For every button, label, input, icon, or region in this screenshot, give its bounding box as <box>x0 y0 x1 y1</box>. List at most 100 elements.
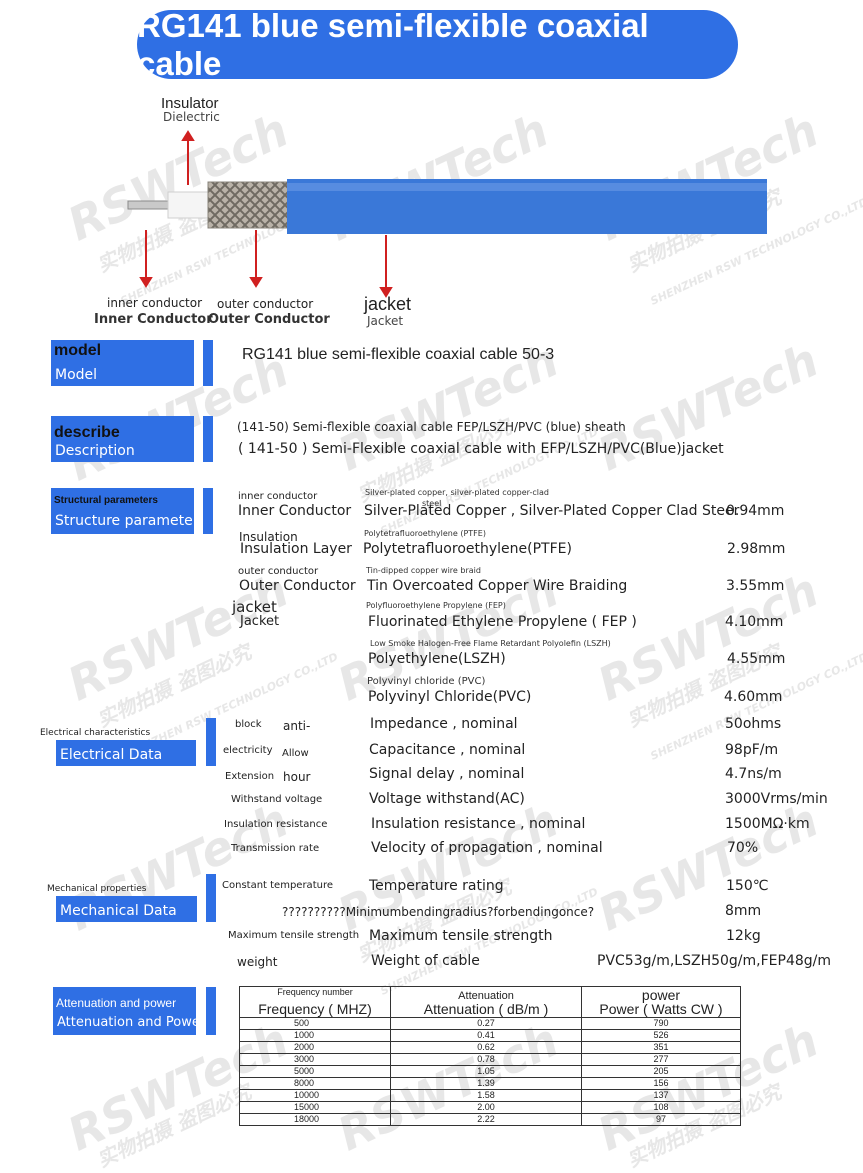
electrical-value: 70% <box>727 840 759 856</box>
page-title: RG141 blue semi-flexible coaxial cable <box>137 7 738 82</box>
section-divider <box>206 718 216 766</box>
table-cell: 8000 <box>239 1077 391 1090</box>
structure-note: Polytetrafluoroethylene (PTFE) <box>364 529 486 538</box>
structure-label-zh: outer conductor <box>238 566 319 577</box>
model-section-label: model Model <box>51 340 194 386</box>
structure-label-en: Inner Conductor <box>238 503 352 519</box>
structure-note: Polyfluoroethylene Propylene (FEP) <box>366 601 506 610</box>
electrical-label: Transmission rate <box>231 843 320 854</box>
insulator-label-zh: Insulator <box>161 95 219 112</box>
table-cell: 0.78 <box>390 1053 582 1066</box>
electrical-value: 1500MΩ·km <box>725 816 810 832</box>
structure-value: 4.10mm <box>725 614 784 630</box>
table-cell: 2.22 <box>390 1113 582 1126</box>
table-cell: 1000 <box>239 1029 391 1042</box>
electrical-text: Velocity of propagation , nominal <box>371 840 603 856</box>
section-divider <box>203 488 213 534</box>
attenuation-section-label: Attenuation and power Attenuation and Po… <box>53 987 205 1035</box>
structure-value: 3.55mm <box>726 578 785 594</box>
structure-label-zh: jacket <box>232 598 277 616</box>
mechanical-label: Maximum tensile strength <box>228 930 360 941</box>
insulator-label-en: Dielectric <box>163 110 220 124</box>
mechanical-label: Constant temperature <box>222 880 333 891</box>
mechanical-text: Temperature rating <box>369 878 504 894</box>
structure-value: 2.98mm <box>727 541 786 557</box>
description-line-zh: (141-50) Semi-flexible coaxial cable FEP… <box>237 420 626 434</box>
structure-label-zh: inner conductor <box>238 491 318 502</box>
table-cell: 205 <box>581 1065 741 1078</box>
table-cell: 1.39 <box>390 1077 582 1090</box>
electrical-label: hour <box>283 770 311 784</box>
structure-label-zh: Insulation <box>239 530 298 544</box>
table-cell: 3000 <box>239 1053 391 1066</box>
table-cell: 526 <box>581 1029 741 1042</box>
electrical-value: 4.7ns/m <box>725 766 782 782</box>
outer-conductor-label-en: Outer Conductor <box>208 312 330 327</box>
table-cell: 0.27 <box>390 1017 582 1030</box>
section-divider <box>206 987 216 1035</box>
electrical-text: Capacitance , nominal <box>369 742 526 758</box>
table-cell: 10000 <box>239 1089 391 1102</box>
table-cell: 0.62 <box>390 1041 582 1054</box>
table-cell: 500 <box>239 1017 391 1030</box>
table-cell: 1.58 <box>390 1089 582 1102</box>
structure-note: Tin-dipped copper wire braid <box>366 566 481 575</box>
table-cell: 97 <box>581 1113 741 1126</box>
mechanical-value: 150℃ <box>726 878 769 894</box>
table-cell: 137 <box>581 1089 741 1102</box>
electrical-label: Withstand voltage <box>231 794 323 805</box>
table-cell: 5000 <box>239 1065 391 1078</box>
structure-label-en: Jacket <box>240 614 280 629</box>
inner-conductor-wire <box>127 200 171 210</box>
mechanical-value: 8mm <box>725 903 762 919</box>
jacket-label-zh: jacket <box>364 294 412 314</box>
electrical-label: Insulation resistance <box>224 819 328 830</box>
electrical-label: block <box>235 719 262 730</box>
watermark-logo: RSWTech <box>589 332 827 482</box>
electrical-label: electricity <box>223 745 273 756</box>
table-cell: 351 <box>581 1041 741 1054</box>
outer-conductor-label-zh: outer conductor <box>217 297 314 311</box>
mechanical-value: PVC53g/m,LSZH50g/m,FEP48g/m <box>597 953 832 969</box>
watermark-text: 实物拍摄 盗图必究 <box>93 639 255 733</box>
structure-section-label: Structural parameters Structure paramete… <box>51 488 199 534</box>
section-divider <box>206 874 216 922</box>
structure-value: 0.94mm <box>726 503 785 519</box>
structure-text: Polyethylene(LSZH) <box>368 651 506 667</box>
table-cell: 0.41 <box>390 1029 582 1042</box>
table-cell: 18000 <box>239 1113 391 1126</box>
table-cell: 2000 <box>239 1041 391 1054</box>
table-cell: 1.05 <box>390 1065 582 1078</box>
structure-text: Silver-Plated Copper , Silver-Plated Cop… <box>364 503 740 519</box>
electrical-text: Impedance , nominal <box>370 716 518 732</box>
table-cell: 2.00 <box>390 1101 582 1114</box>
structure-note: Silver-plated copper, silver-plated copp… <box>365 488 549 497</box>
mechanical-value: 12kg <box>726 928 761 944</box>
cable-diagram <box>127 130 767 298</box>
electrical-value: 3000Vrms/min <box>725 791 828 807</box>
inner-conductor-label-en: Inner Conductor <box>94 312 213 327</box>
electrical-label: anti- <box>283 719 311 733</box>
insulator-layer <box>167 191 211 219</box>
structure-note: Polyvinyl chloride (PVC) <box>367 676 486 687</box>
mechanical-section-label: Mechanical Data <box>56 896 197 922</box>
structure-text: Polytetrafluoroethylene(PTFE) <box>363 541 572 557</box>
structure-text: Tin Overcoated Copper Wire Braiding <box>367 578 628 594</box>
electrical-value: 98pF/m <box>725 742 779 758</box>
inner-conductor-label-zh: inner conductor <box>107 296 203 310</box>
structure-label-en: Outer Conductor <box>239 578 356 594</box>
description-section-label: describe Description <box>51 416 194 462</box>
